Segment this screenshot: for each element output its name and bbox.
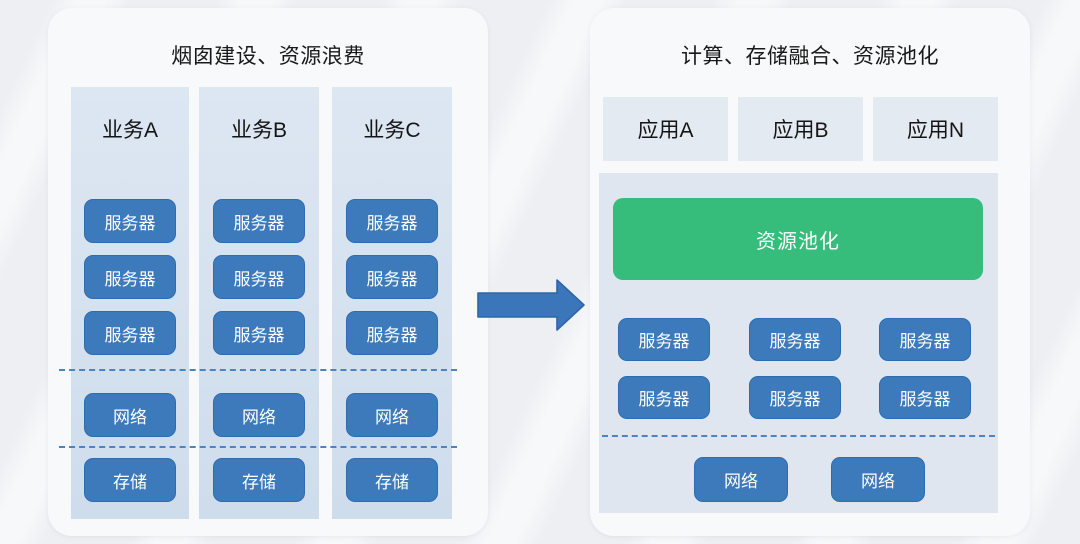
network-box: 网络 — [346, 393, 438, 437]
resource-pool-box: 资源池化 — [613, 198, 983, 280]
server-box: 服务器 — [84, 311, 176, 355]
separator-dashed-line — [602, 435, 995, 437]
server-box: 服务器 — [84, 255, 176, 299]
server-box: 服务器 — [618, 376, 710, 419]
business-column-c: 业务C 服务器 服务器 服务器 网络 存储 — [332, 87, 452, 519]
app-box-b: 应用B — [738, 97, 863, 161]
server-box: 服务器 — [346, 255, 438, 299]
app-box-n: 应用N — [873, 97, 998, 161]
network-box: 网络 — [831, 457, 925, 502]
right-arrow-icon — [477, 279, 585, 331]
server-box: 服务器 — [879, 376, 971, 419]
silo-architecture-panel: 烟囱建设、资源浪费 业务A 服务器 服务器 服务器 网络 存储 业务B 服务器 … — [48, 8, 488, 536]
separator-dashed-line — [59, 446, 457, 448]
business-column-a-header: 业务A — [101, 119, 158, 142]
business-column-b: 业务B 服务器 服务器 服务器 网络 存储 — [199, 87, 319, 519]
right-panel-title: 计算、存储融合、资源池化 — [681, 45, 939, 68]
server-box: 服务器 — [346, 311, 438, 355]
server-box: 服务器 — [213, 311, 305, 355]
server-box: 服务器 — [879, 318, 971, 361]
left-panel-title: 烟囱建设、资源浪费 — [171, 45, 365, 68]
server-box: 服务器 — [213, 255, 305, 299]
server-box: 服务器 — [618, 318, 710, 361]
server-box: 服务器 — [749, 318, 841, 361]
app-box-a: 应用A — [603, 97, 728, 161]
server-box: 服务器 — [213, 199, 305, 243]
resource-pool-container: 资源池化 服务器 服务器 服务器 服务器 服务器 服务器 网络 网络 — [599, 173, 998, 513]
business-column-c-header: 业务C — [363, 119, 421, 142]
network-box: 网络 — [213, 393, 305, 437]
storage-box: 存储 — [346, 458, 438, 502]
business-column-a: 业务A 服务器 服务器 服务器 网络 存储 — [71, 87, 189, 519]
network-box: 网络 — [694, 457, 788, 502]
server-box: 服务器 — [749, 376, 841, 419]
server-box: 服务器 — [346, 199, 438, 243]
pooled-architecture-panel: 计算、存储融合、资源池化 应用A 应用B 应用N 资源池化 服务器 服务器 服务… — [590, 8, 1030, 536]
server-box: 服务器 — [84, 199, 176, 243]
storage-box: 存储 — [213, 458, 305, 502]
separator-dashed-line — [59, 369, 457, 371]
business-column-b-header: 业务B — [230, 119, 287, 142]
storage-box: 存储 — [84, 458, 176, 502]
network-box: 网络 — [84, 393, 176, 437]
